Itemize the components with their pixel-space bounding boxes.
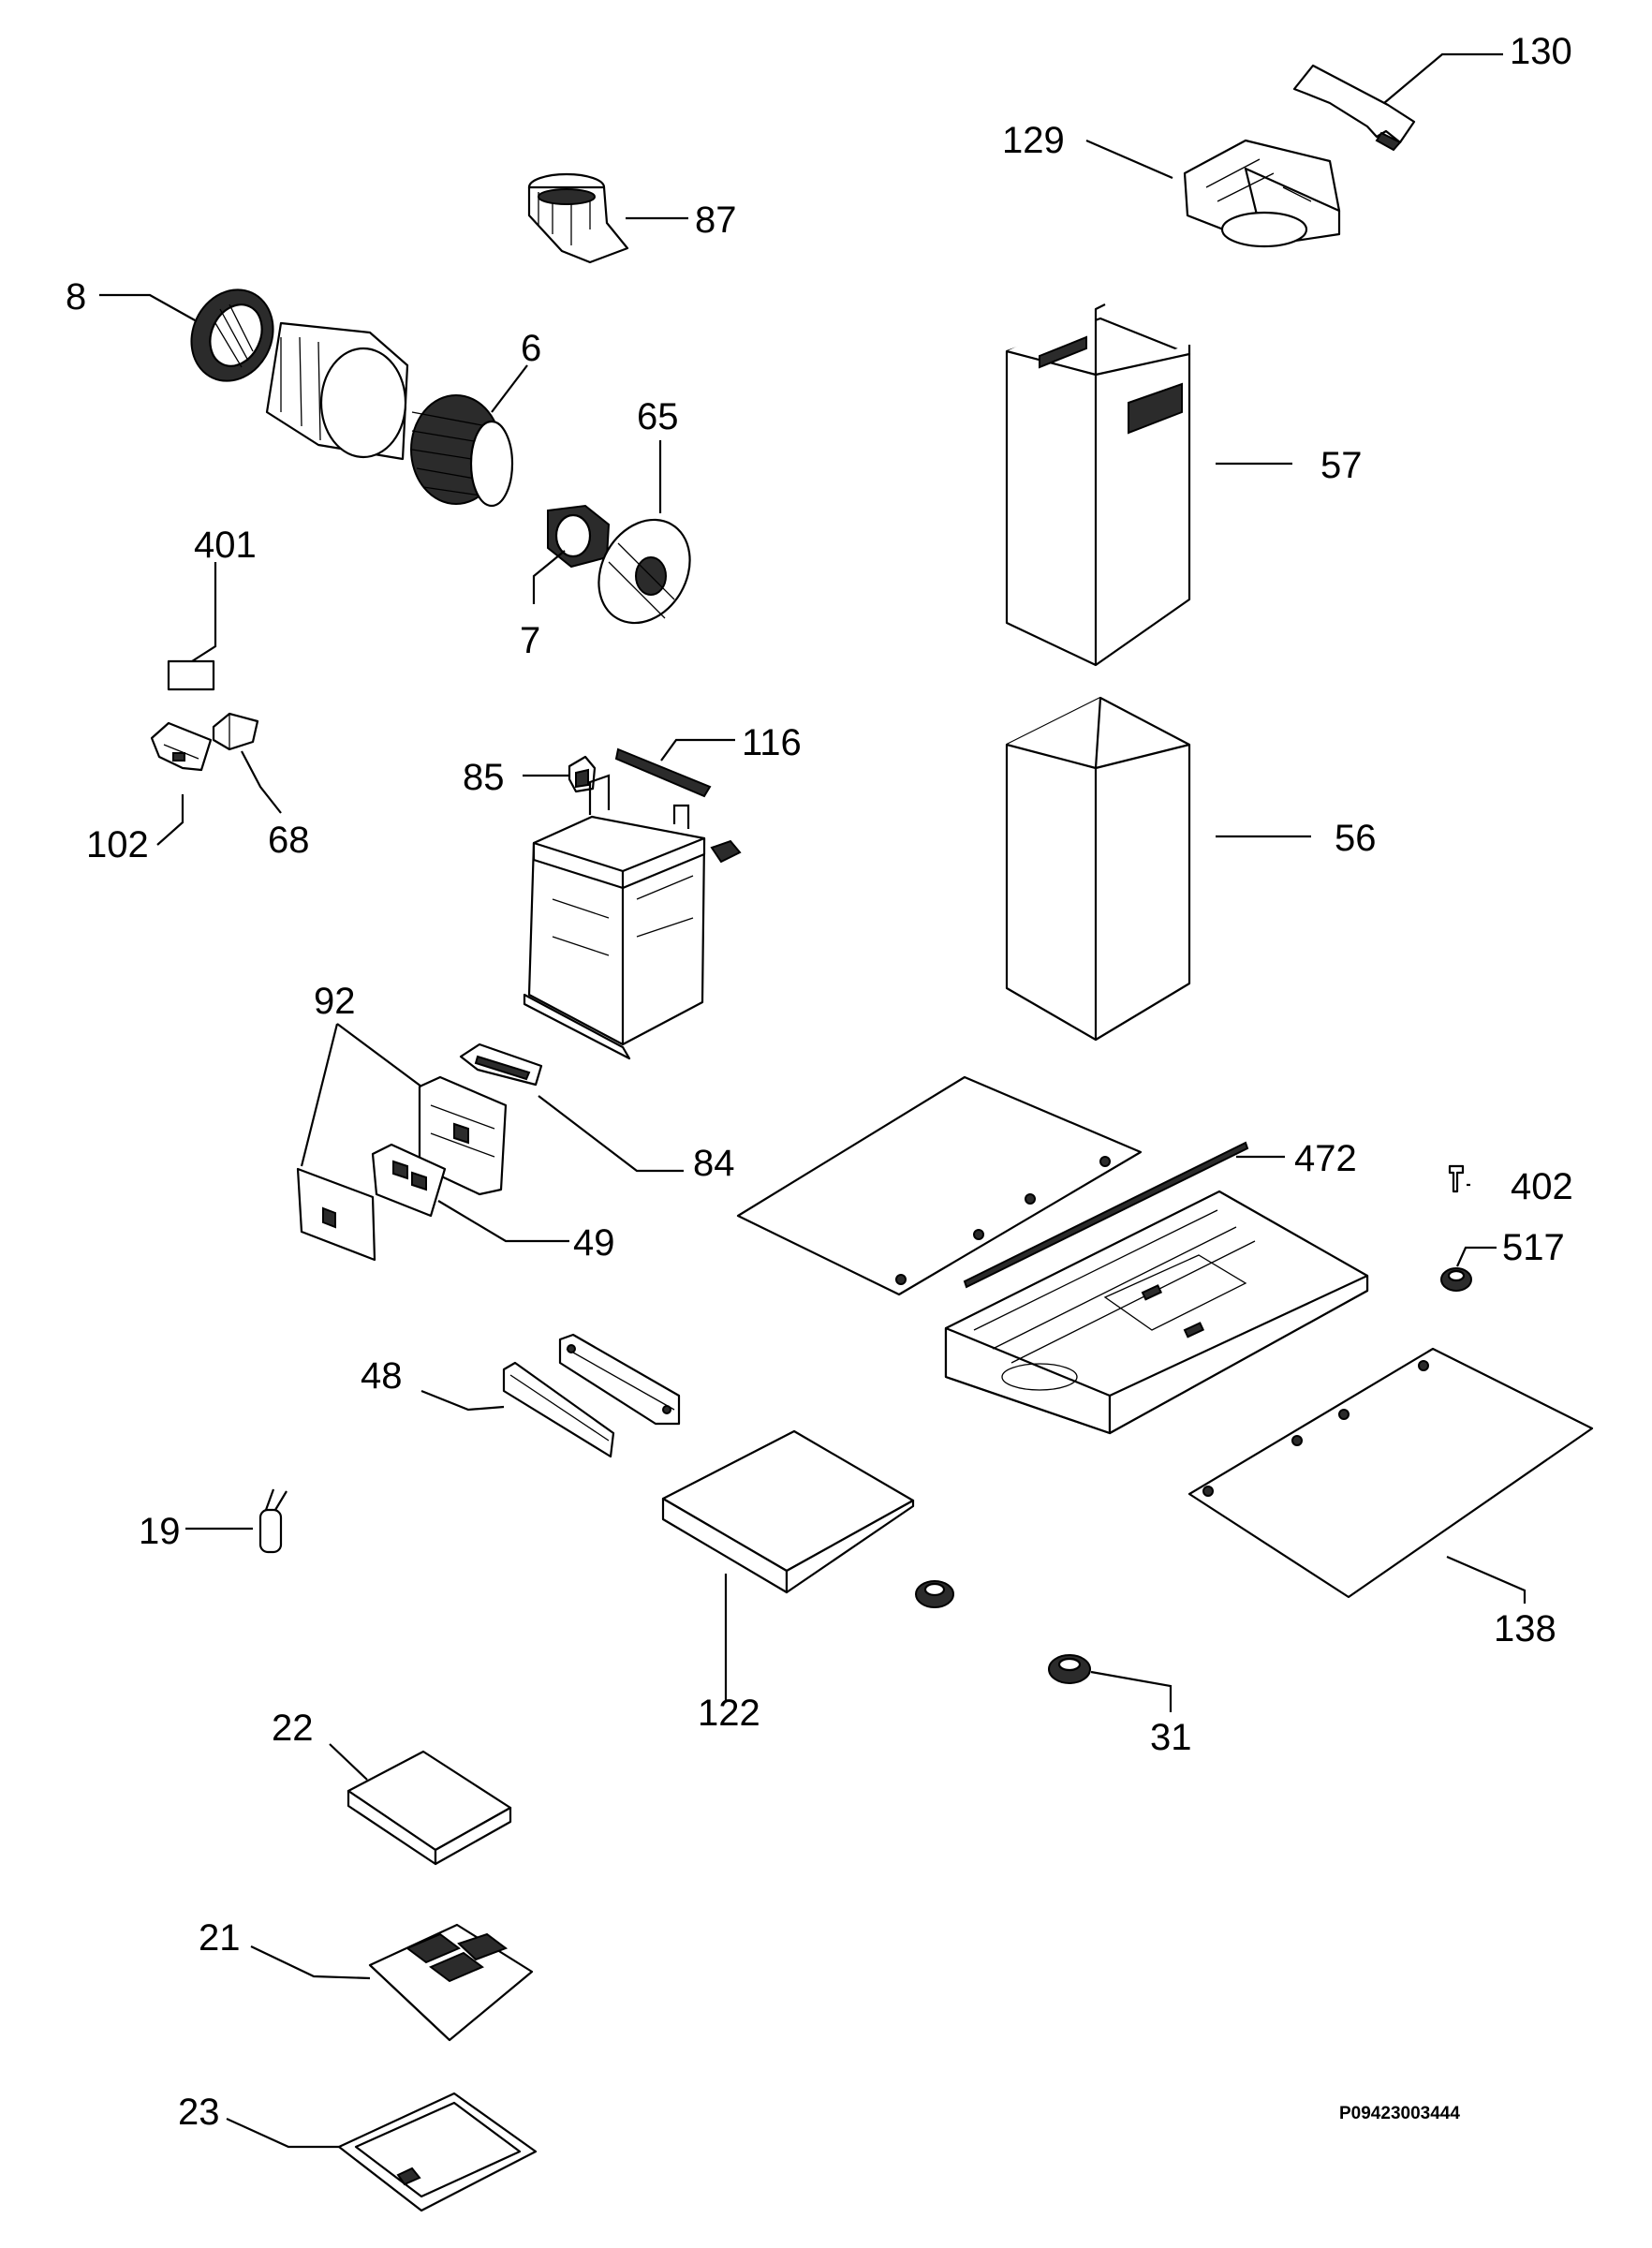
callout-6: 6 <box>521 328 541 369</box>
rail-bracket <box>558 1333 681 1426</box>
callout-116: 116 <box>742 722 802 763</box>
part-401-label <box>167 659 215 691</box>
callout-138: 138 <box>1494 1608 1556 1649</box>
part-84-switch-bracket <box>459 1043 543 1087</box>
part-21-filter-frame <box>368 1923 534 2042</box>
callout-19: 19 <box>139 1511 181 1552</box>
top-panel <box>736 1075 1143 1296</box>
part-56-lower-chimney <box>1005 696 1191 1042</box>
knob-unlabeled <box>915 1580 954 1608</box>
part-6-fan-wheel <box>410 394 514 508</box>
callout-65: 65 <box>637 396 679 437</box>
part-92-panel <box>296 1167 376 1262</box>
part-517-knob <box>1440 1267 1472 1292</box>
callout-84: 84 <box>693 1143 735 1184</box>
callout-22: 22 <box>272 1708 314 1749</box>
part-68-transformer <box>212 712 259 751</box>
callout-7: 7 <box>520 620 540 661</box>
part-65-motor-plate <box>597 518 691 625</box>
callout-87: 87 <box>695 200 737 241</box>
callout-56: 56 <box>1335 818 1377 859</box>
callout-8: 8 <box>66 276 86 318</box>
part-122-front-panel <box>661 1429 915 1594</box>
callout-23: 23 <box>178 2092 220 2133</box>
callout-517: 517 <box>1502 1227 1565 1268</box>
callout-129: 129 <box>1002 120 1065 161</box>
part-129-duct-adapter <box>1183 139 1341 248</box>
callout-401: 401 <box>194 525 257 566</box>
callout-49: 49 <box>573 1222 615 1264</box>
callout-92: 92 <box>314 981 356 1022</box>
part-57-upper-chimney <box>1005 303 1191 667</box>
part-48-rail <box>502 1361 615 1458</box>
callout-68: 68 <box>268 820 310 861</box>
part-31-knob <box>1048 1654 1091 1684</box>
part-8-fan-cover <box>190 288 274 382</box>
part-85-clip <box>568 755 597 793</box>
hood-body-frame <box>944 1190 1369 1435</box>
part-49-circuit-board <box>371 1143 447 1218</box>
callout-402: 402 <box>1511 1166 1573 1207</box>
callout-21: 21 <box>199 1917 241 1959</box>
callout-472: 472 <box>1294 1138 1357 1179</box>
part-19-capacitor <box>258 1488 288 1554</box>
part-130-bracket <box>1292 64 1416 152</box>
part-472-seal-strip <box>963 1141 1249 1289</box>
callout-85: 85 <box>463 757 505 798</box>
callout-48: 48 <box>361 1355 403 1397</box>
callout-labels: 130 129 87 8 6 65 7 57 401 102 68 85 116… <box>66 31 1573 2133</box>
callout-122: 122 <box>698 1693 760 1734</box>
part-22-carbon-filter <box>347 1750 512 1866</box>
callout-31: 31 <box>1150 1717 1192 1758</box>
part-87-outlet-flange <box>527 172 629 264</box>
callout-102: 102 <box>86 824 149 865</box>
part-23-grease-filter <box>337 2092 538 2212</box>
drawing-code: P09423003444 <box>1339 2104 1460 2123</box>
callout-130: 130 <box>1510 31 1572 72</box>
part-138-bottom-panel <box>1187 1347 1594 1599</box>
fan-housing-scroll <box>265 321 409 461</box>
leader-lines <box>99 52 1527 2149</box>
part-102-lamp-holder <box>150 721 213 772</box>
part-92-control-box <box>418 1075 508 1196</box>
part-116-strip <box>614 747 712 798</box>
motor-mount-chassis <box>523 774 742 1060</box>
part-402-screw <box>1448 1164 1465 1193</box>
callout-57: 57 <box>1320 445 1363 486</box>
